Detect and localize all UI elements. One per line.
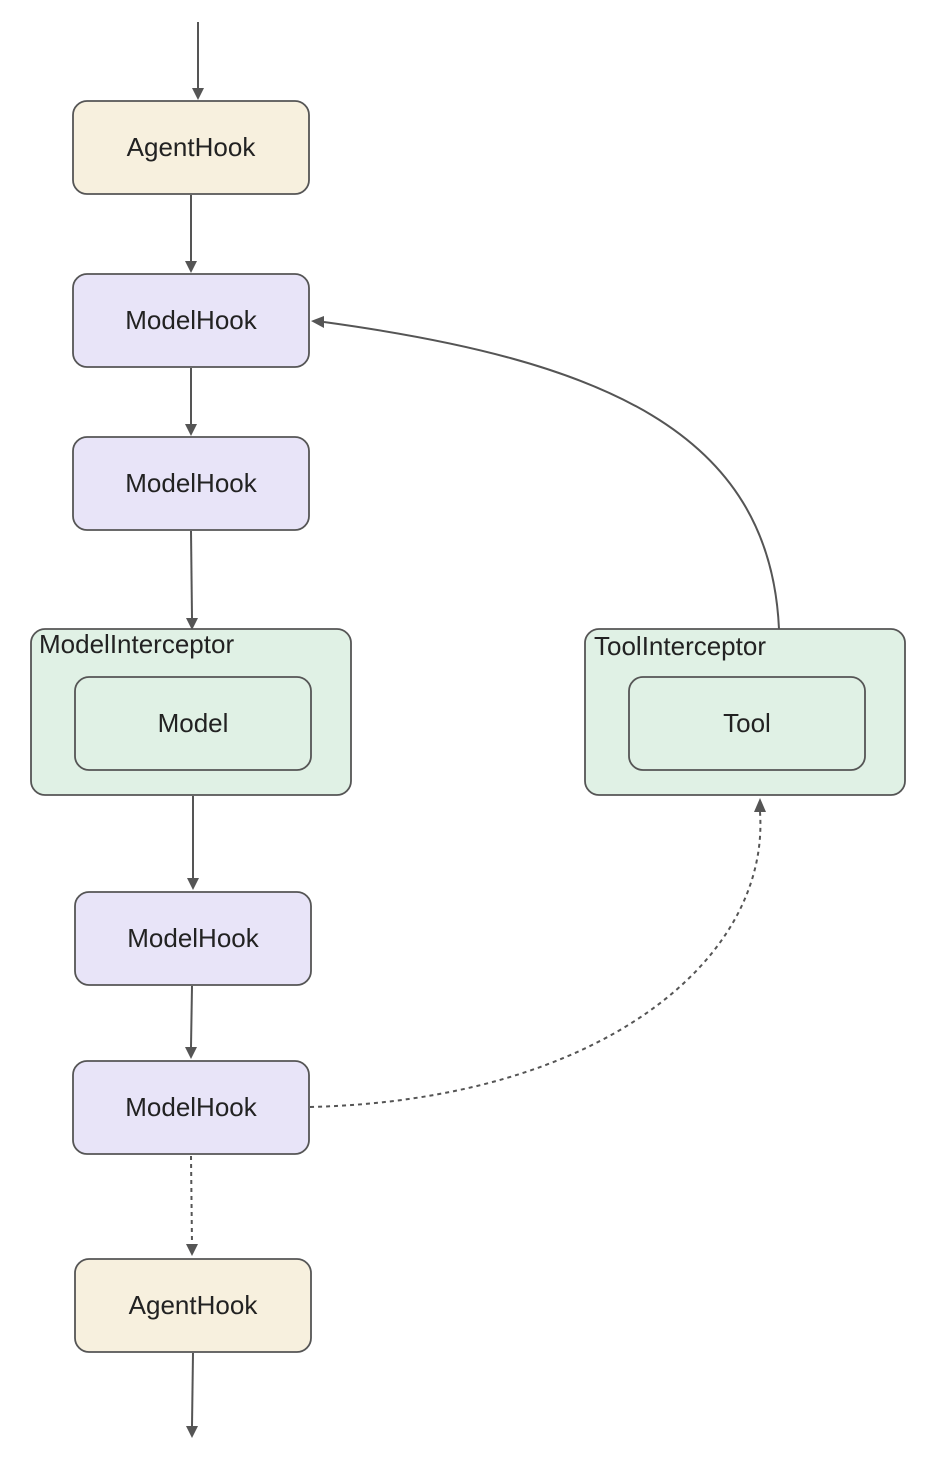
edges — [185, 22, 780, 1438]
model-hook-4-label: ModelHook — [125, 1092, 258, 1122]
node-agent-hook-bottom: AgentHook — [74, 1258, 312, 1353]
edge-agent-hook-bottom-to-exit — [191, 1352, 194, 1427]
edge-tool-interceptor-to-model-hook-1 — [323, 321, 780, 630]
group-tool-interceptor: ToolInterceptor Tool — [584, 628, 906, 796]
arrowhead — [185, 1047, 197, 1059]
arrowhead — [187, 878, 199, 890]
model-hook-1-label: ModelHook — [125, 305, 258, 335]
node-model: Model — [74, 676, 312, 771]
edge-model-hook-4-to-agent-hook-bottom — [190, 1155, 193, 1245]
arrowhead — [311, 316, 324, 328]
tool-label: Tool — [723, 708, 771, 738]
arrowhead — [186, 1244, 198, 1256]
agent-hook-bottom-label: AgentHook — [129, 1290, 259, 1320]
node-tool: Tool — [628, 676, 866, 771]
group-model-interceptor: ModelInterceptor Model — [30, 628, 352, 796]
arrowhead — [185, 261, 197, 273]
model-interceptor-label: ModelInterceptor — [39, 629, 234, 659]
arrowhead — [185, 424, 197, 436]
edge-model-hook-3-to-model-hook-4 — [190, 985, 193, 1048]
model-label: Model — [158, 708, 229, 738]
node-model-hook-3: ModelHook — [74, 891, 312, 986]
edge-model-hook-2-to-model-interceptor — [190, 530, 193, 619]
arrowhead — [192, 88, 204, 100]
node-agent-hook-top: AgentHook — [72, 100, 310, 195]
edge-model-hook-4-to-tool-interceptor — [309, 811, 762, 1108]
arrowhead — [186, 1426, 198, 1438]
node-model-hook-4: ModelHook — [72, 1060, 310, 1155]
node-model-hook-2: ModelHook — [72, 436, 310, 531]
model-hook-2-label: ModelHook — [125, 468, 258, 498]
node-model-hook-1: ModelHook — [72, 273, 310, 368]
model-hook-3-label: ModelHook — [127, 923, 260, 953]
tool-interceptor-label: ToolInterceptor — [594, 631, 766, 661]
arrowhead — [186, 618, 198, 630]
agent-hook-top-label: AgentHook — [127, 132, 257, 162]
arrowhead — [754, 798, 766, 812]
